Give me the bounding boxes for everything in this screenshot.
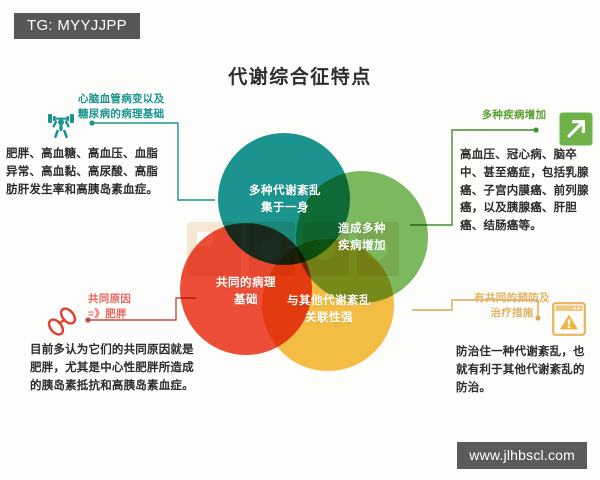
site-watermark: www.jlhbscl.com bbox=[457, 442, 587, 469]
venn-label-teal: 多种代谢紊乱 集于一身 bbox=[249, 185, 321, 215]
venn-label-green: 造成多种 疾病增加 bbox=[338, 223, 386, 253]
callout-bottom-right-body: 防治住一种代谢紊乱，也就有利于其他代谢紊乱的防治。 bbox=[456, 346, 585, 394]
callout-top-right-body: 高血压、冠心病、脑卒中、甚至癌症，包括乳腺癌、子宫内膜癌、前列腺癌，以及胰腺癌、… bbox=[460, 149, 589, 233]
venn-label-red: 共同的病理 基础 bbox=[216, 277, 276, 307]
chain-link-icon-glyph bbox=[47, 307, 77, 336]
callout-bottom-left-body: 目前多认为它们的共同原因就是肥胖，尤其是中心性肥胖所造成的胰岛素抵抗和高胰岛素血… bbox=[30, 344, 194, 392]
arrow-up-right-icon bbox=[559, 112, 593, 146]
callout-top-left-body: 肥胖、高血糖、高血压、血脂异常、高血黏、高尿酸、高脂肪肝发生率和高胰岛素血症。 bbox=[6, 148, 159, 196]
page-title: 代谢综合征特点 bbox=[228, 67, 372, 88]
callout-bottom-right-heading: 有共同的预防及 治疗措施 bbox=[474, 292, 550, 320]
tg-tag: TG: MYYJJPP bbox=[14, 13, 140, 39]
venn-diagram: 多种代谢紊乱 集于一身 造成多种 疾病增加 共同的病理 基础 与其他代谢紊乱 关… bbox=[180, 133, 428, 371]
venn-circle-yellow bbox=[262, 239, 394, 371]
weightlifter-icon-glyph bbox=[48, 114, 74, 139]
chain-link-icon bbox=[44, 306, 82, 338]
arrow-up-right-icon-glyph bbox=[559, 112, 593, 146]
weightlifter-icon bbox=[44, 110, 78, 140]
venn-label-yellow: 与其他代谢紊乱 关联性强 bbox=[287, 295, 371, 325]
callout-top-left-heading: 心脑血管病变以及 糖尿病的病理基础 bbox=[78, 93, 165, 121]
warning-window-icon-glyph bbox=[552, 302, 586, 336]
callout-top-right-heading: 多种疾病增加 bbox=[481, 109, 547, 121]
connector-dot-top-right bbox=[533, 127, 539, 133]
warning-window-icon bbox=[552, 302, 586, 336]
callout-bottom-left-heading: 共同原因 =》肥胖 bbox=[88, 293, 132, 321]
